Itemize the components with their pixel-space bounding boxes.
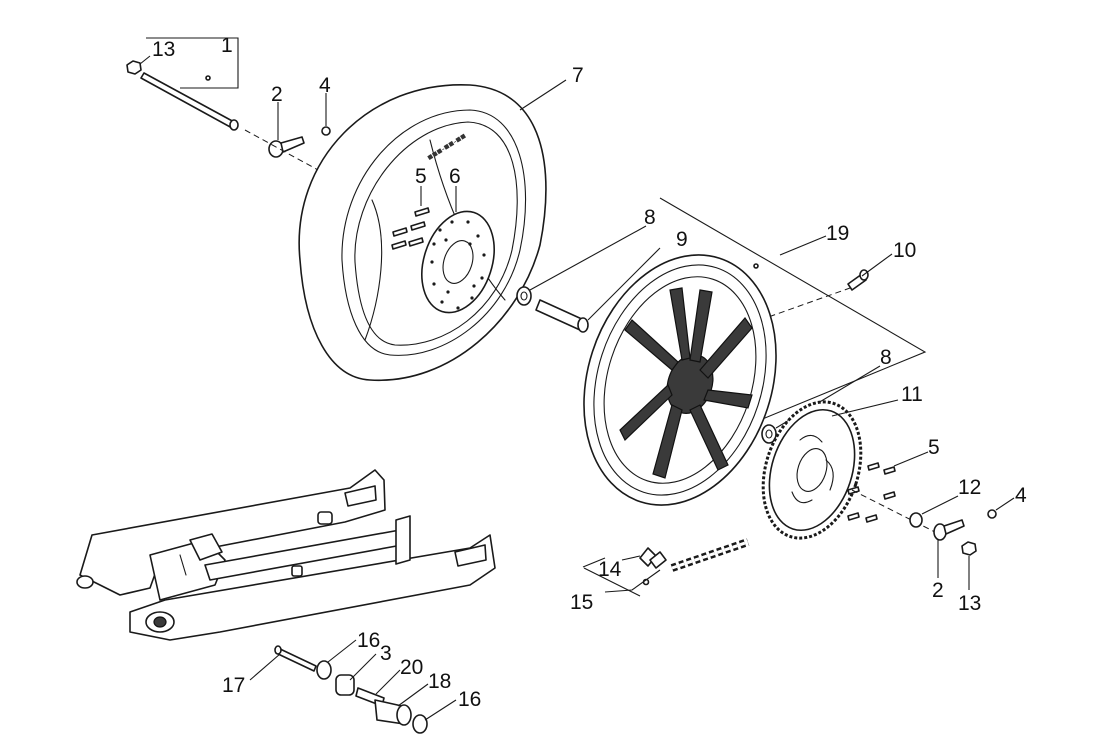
callout-labels: 13 1 2 4 7 5 6 8 9 19 10 8 11 5 12 4 2 1…: [152, 34, 1027, 711]
callout-16: 16: [357, 629, 380, 652]
callout-6: 6: [449, 165, 461, 188]
tyre-7: ■■■-■■-■■: [298, 84, 547, 381]
axle-nut-13: [126, 60, 142, 75]
bracket-1: [146, 37, 239, 89]
callout-10: 10: [893, 239, 916, 262]
callout-2-right: 2: [932, 579, 944, 602]
washer-4: [321, 126, 331, 136]
axle-point: [205, 75, 211, 81]
callout-2: 2: [271, 83, 283, 106]
callout-1: 1: [221, 34, 233, 57]
pivot-bolt-17: [275, 647, 317, 672]
callout-11: 11: [901, 383, 923, 406]
washer-16-lower: [412, 714, 428, 734]
callout-3: 3: [380, 642, 392, 665]
brake-disc-6: [421, 210, 495, 314]
callout-4-right: 4: [1015, 484, 1027, 507]
callout-18: 18: [428, 670, 451, 693]
axle-assembly-right: [909, 495, 1015, 590]
callout-8: 8: [644, 206, 656, 229]
washer-4-right: [987, 509, 997, 519]
valve-10: [847, 269, 869, 291]
pivot-hardware: [249, 639, 457, 734]
sprocket-bolts-5: [847, 451, 936, 533]
callout-4: 4: [319, 74, 331, 97]
spacer-9: [535, 299, 589, 333]
rim-19: [583, 254, 777, 506]
disc-bolts-5: [391, 186, 457, 250]
callout-19: 19: [826, 222, 849, 245]
spacer-12: [909, 512, 923, 528]
axle-nut-13-right: [961, 541, 977, 556]
callout-16-lower: 16: [458, 688, 481, 711]
axle-assembly-left: [126, 37, 341, 183]
callout-8-lower: 8: [880, 346, 892, 369]
swingarm: [76, 469, 496, 641]
washer-16: [316, 660, 332, 680]
callout-14: 14: [598, 558, 622, 581]
callout-5: 5: [415, 165, 427, 188]
bearing-8-lower: [761, 424, 777, 444]
callout-7: 7: [572, 64, 584, 87]
callout-17: 17: [222, 674, 245, 697]
bush-3: [335, 674, 355, 696]
bearing-8-upper: [516, 286, 532, 306]
callout-13: 13: [152, 38, 175, 61]
callout-13-right: 13: [958, 592, 981, 615]
callout-9: 9: [676, 228, 688, 251]
callout-20: 20: [400, 656, 423, 679]
callout-12: 12: [958, 476, 981, 499]
callout-15: 15: [570, 591, 593, 614]
wheel-axle-1: [140, 72, 237, 129]
chain-15: [582, 538, 750, 597]
bracket-19: [659, 197, 927, 421]
callout-5-lower: 5: [928, 436, 940, 459]
sprocket-11: [761, 400, 863, 540]
